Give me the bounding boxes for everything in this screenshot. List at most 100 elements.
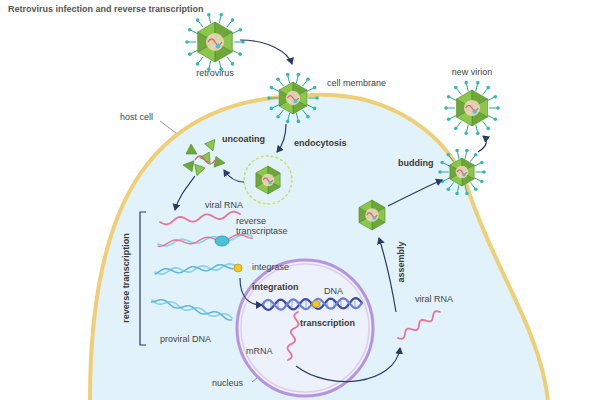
- spike-tip: [297, 73, 301, 77]
- virion: [267, 73, 319, 123]
- spike-tip: [465, 149, 469, 153]
- enzyme-dot: [268, 181, 271, 184]
- genome-rna: [457, 170, 467, 174]
- spike-tip: [474, 153, 478, 157]
- spike-tip: [446, 187, 450, 191]
- spike-tip: [313, 86, 317, 90]
- genome-rna: [208, 39, 222, 45]
- released-rna: [195, 156, 215, 164]
- part-label: cell membrane: [327, 78, 386, 88]
- nucleic-strand: [398, 311, 440, 339]
- spike-tip: [196, 18, 200, 22]
- part-label: retrovirus: [196, 68, 234, 78]
- spike-tip: [482, 170, 486, 174]
- integrated-integrase: [313, 301, 320, 308]
- flow-arrow: [296, 348, 400, 382]
- genome-rna: [466, 105, 479, 110]
- nucleic-strand: [262, 298, 362, 310]
- cell-cytoplasm: [90, 95, 548, 400]
- virions: [182, 13, 500, 230]
- enzyme-dot: [216, 44, 221, 49]
- spike-tip: [464, 81, 468, 85]
- spike-tip: [315, 96, 319, 100]
- spike-tip: [286, 73, 290, 77]
- virion-core: [206, 33, 224, 51]
- process-label: uncoating: [222, 134, 265, 144]
- spike-tip: [188, 52, 192, 56]
- spike-tip: [494, 95, 498, 99]
- spike-tip: [446, 153, 450, 157]
- flow-arrow: [224, 170, 244, 182]
- spike-tip: [238, 28, 242, 32]
- part-label: reverse transcriptase: [236, 216, 296, 236]
- nucleic-strand: [158, 235, 252, 247]
- reverse-transcriptase-enzyme: [215, 236, 229, 246]
- virion-core: [464, 100, 480, 116]
- virion: [444, 81, 500, 135]
- spike-tip: [480, 161, 484, 165]
- nucleic-strand: [152, 300, 232, 318]
- capsid-fragment: [205, 136, 220, 151]
- process-label: endocytosis: [294, 138, 347, 148]
- cell-membrane: [90, 95, 548, 400]
- spike-tip: [486, 127, 490, 131]
- spike-tip: [494, 117, 498, 121]
- spike-tip: [276, 77, 280, 81]
- diagram-title: Retrovirus infection and reverse transcr…: [8, 4, 204, 14]
- spike-tip: [455, 149, 459, 153]
- part-label: viral RNA: [415, 294, 453, 304]
- part-label: host cell: [120, 112, 153, 122]
- spike-tip: [454, 86, 458, 90]
- spike-tip: [188, 28, 192, 32]
- spike-tip: [241, 40, 245, 44]
- flow-arrow: [478, 136, 486, 152]
- spike-tip: [447, 95, 451, 99]
- spike-tip: [465, 192, 469, 196]
- spike-tip: [496, 106, 500, 110]
- spike-tip: [480, 180, 484, 184]
- spike-tip: [464, 132, 468, 136]
- virion-core: [365, 208, 379, 222]
- nucleic-strand: [155, 265, 236, 274]
- spike-tip: [267, 96, 271, 100]
- part-label: proviral DNA: [160, 334, 211, 344]
- spike-tip: [438, 170, 442, 174]
- part-label: DNA: [324, 286, 343, 296]
- capsid-fragment: [182, 159, 194, 172]
- enzyme-dot: [462, 173, 465, 176]
- spike-tip: [219, 13, 223, 17]
- spike-tip: [207, 13, 211, 17]
- spike-tip: [455, 192, 459, 196]
- virion: [256, 166, 280, 194]
- leader-line: [252, 378, 257, 382]
- virion-core: [262, 174, 275, 187]
- part-label: viral RNA: [205, 200, 243, 210]
- spike-tip: [447, 117, 451, 121]
- spike-tip: [286, 120, 290, 124]
- flow-arrow: [379, 238, 396, 312]
- stage-bracket: [140, 212, 146, 345]
- enzyme-dot: [293, 99, 297, 103]
- process-label: budding: [398, 158, 434, 168]
- virion: [359, 200, 385, 230]
- spike-tip: [231, 62, 235, 66]
- part-label: integrase: [252, 262, 289, 272]
- spike-tip: [231, 18, 235, 22]
- nucleic-acids: [152, 212, 440, 360]
- nucleic-strand: [262, 298, 362, 309]
- nucleic-strand: [160, 212, 240, 225]
- spike-tip: [486, 86, 490, 90]
- flow-arrows: [175, 40, 486, 382]
- spike-tip: [306, 77, 310, 81]
- spike-tip: [440, 161, 444, 165]
- leader-line: [160, 121, 176, 133]
- spike-tip: [444, 106, 448, 110]
- process-label: integration: [252, 282, 299, 292]
- enzyme-dot: [473, 109, 477, 113]
- process-label: transcription: [300, 318, 355, 328]
- spike-tip: [270, 107, 274, 111]
- endocytic-vesicle: [244, 156, 292, 204]
- nucleic-strand: [152, 300, 232, 320]
